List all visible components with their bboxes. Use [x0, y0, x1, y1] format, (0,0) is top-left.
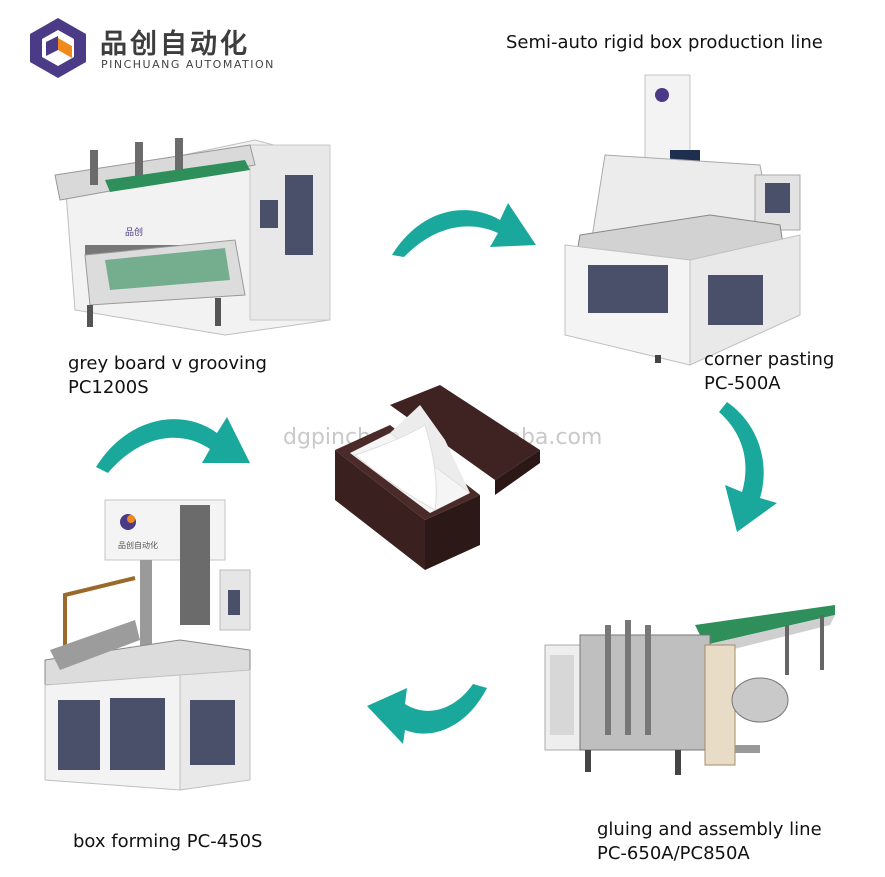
curved-arrow-down-icon	[719, 402, 777, 532]
corner-pasting-label-name: corner pasting	[704, 349, 835, 370]
box-forming-label: box forming PC-450S	[73, 830, 262, 854]
corner-pasting-label: corner pasting PC-500A	[704, 348, 834, 396]
pinchuang-logo-icon	[30, 18, 86, 78]
gluing-assembly-label-name: gluing and assembly line	[597, 819, 822, 840]
curved-arrow-right-icon	[392, 203, 536, 257]
gluing-assembly-label: gluing and assembly line PC-650A/PC850A	[597, 818, 822, 866]
box-forming-label-name: box forming PC-450S	[73, 831, 263, 852]
grooving-label-name: grey board v grooving	[68, 353, 267, 374]
brand-name-en: PINCHUANG AUTOMATION	[101, 58, 275, 71]
grooving-machine-image: 品创	[54, 138, 331, 336]
box-forming-machine-image: 品创自动化	[44, 499, 251, 791]
curved-arrow-left-icon	[367, 684, 487, 744]
gluing-assembly-machine-image	[544, 605, 835, 775]
gluing-assembly-label-model: PC-650A/PC850A	[597, 843, 750, 864]
page-title: Semi-auto rigid box production line	[506, 32, 823, 53]
svg-text:品创: 品创	[125, 226, 143, 238]
curved-arrow-up-right-icon	[96, 417, 250, 473]
svg-text:品创自动化: 品创自动化	[118, 540, 158, 550]
grooving-label: grey board v grooving PC1200S	[68, 352, 267, 400]
brand-name-cn: 品创自动化	[100, 29, 250, 60]
grooving-label-model: PC1200S	[68, 377, 149, 398]
corner-pasting-machine-image	[564, 74, 801, 366]
rigid-gift-box-icon	[335, 385, 540, 570]
corner-pasting-label-model: PC-500A	[704, 373, 781, 394]
